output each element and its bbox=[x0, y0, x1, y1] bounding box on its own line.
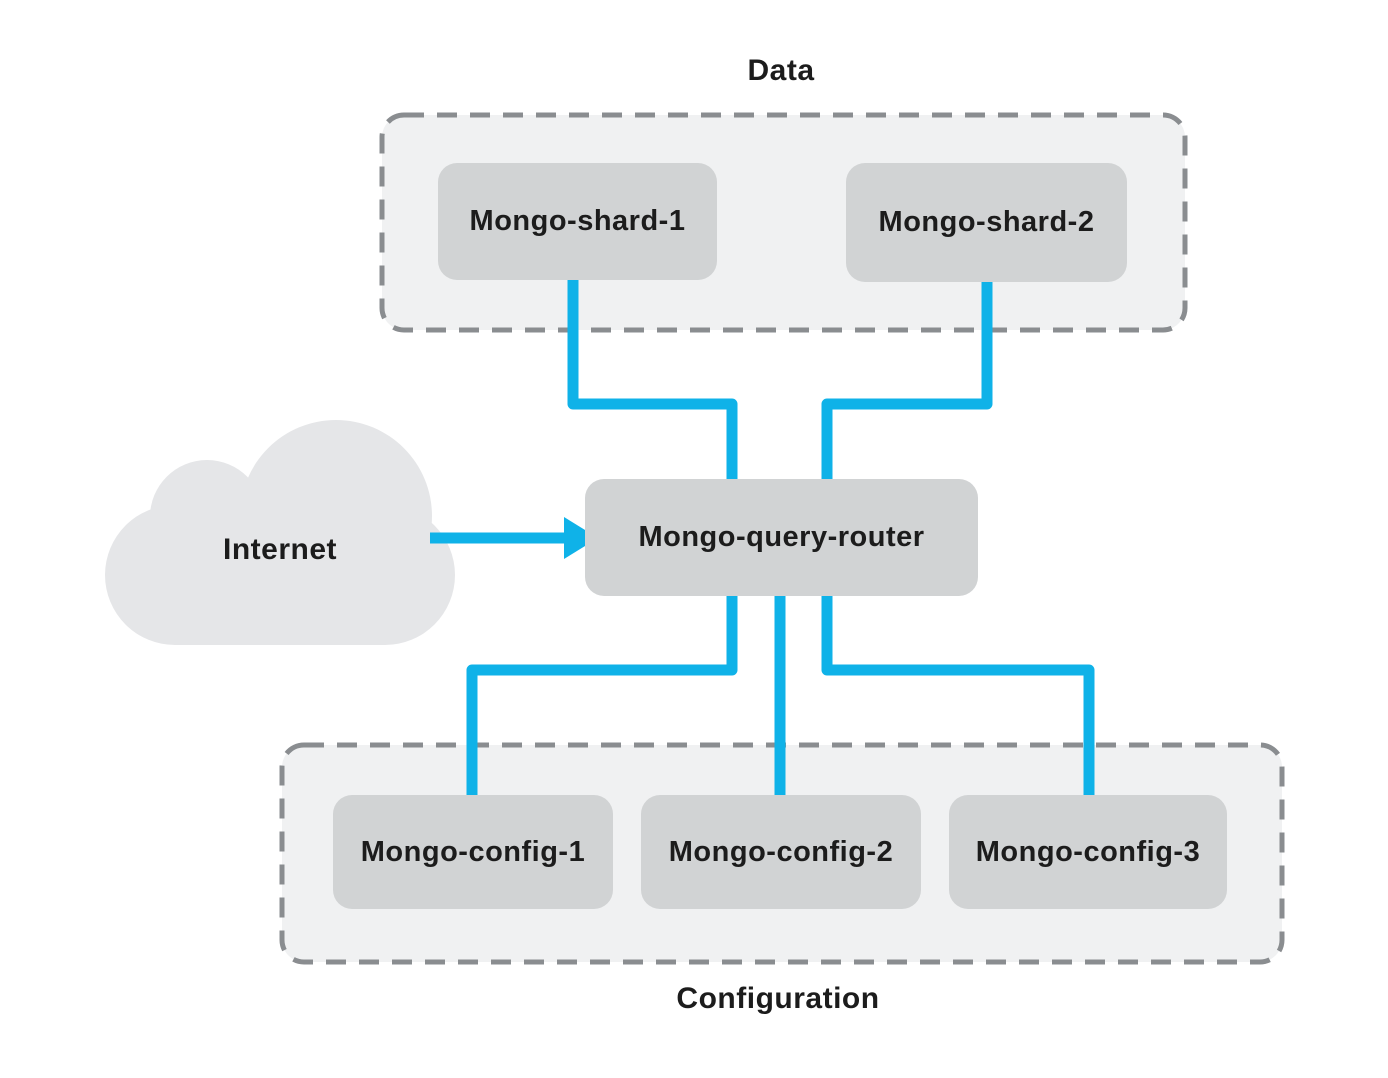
node-mongo-config-2: Mongo-config-2 bbox=[641, 795, 921, 909]
node-mongo-query-router: Mongo-query-router bbox=[585, 479, 978, 596]
connector-shard1-to-router bbox=[567, 280, 738, 480]
internet-cloud-icon bbox=[105, 420, 455, 645]
connector-router-to-config3 bbox=[821, 595, 1095, 796]
connector-router-to-config1 bbox=[466, 595, 738, 796]
connector-shard2-to-router bbox=[821, 282, 993, 480]
node-mongo-shard-2: Mongo-shard-2 bbox=[846, 163, 1127, 282]
internet-cloud-label: Internet bbox=[222, 533, 337, 566]
node-mongo-config-3: Mongo-config-3 bbox=[949, 795, 1227, 909]
internet-to-router-arrow bbox=[430, 517, 598, 559]
data-group-label: Data bbox=[747, 54, 815, 87]
node-mongo-config-1: Mongo-config-1 bbox=[333, 795, 613, 909]
node-mongo-shard-1: Mongo-shard-1 bbox=[438, 163, 717, 280]
configuration-group-label: Configuration bbox=[676, 982, 880, 1015]
